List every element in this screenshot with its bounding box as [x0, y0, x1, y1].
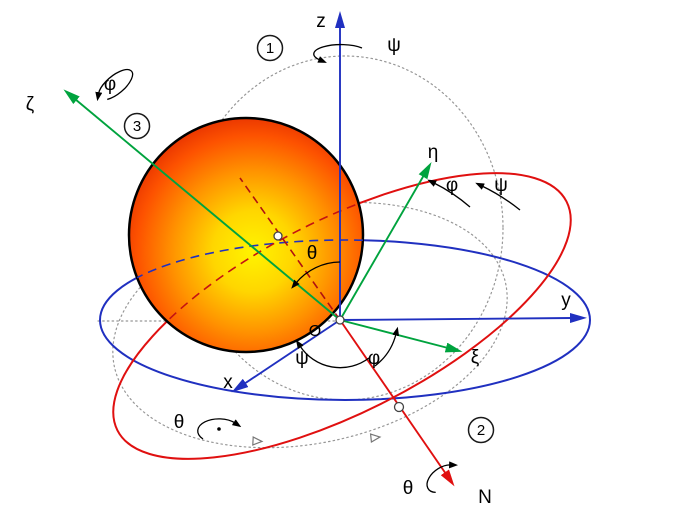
badge-3-label: 3: [133, 118, 141, 135]
badge-circle-3: 3: [123, 112, 151, 140]
psi-rotation-loop-z: [313, 43, 363, 63]
y-axis-label: y: [561, 290, 571, 311]
line-of-nodes: [339, 319, 455, 487]
eta-axis: [339, 162, 432, 321]
phi-angle-arc-eta: [427, 179, 471, 208]
sphere: [127, 116, 365, 354]
nodes-line-label: N: [478, 487, 492, 508]
badge-1-label: 1: [266, 40, 274, 57]
origin-point: [335, 315, 345, 325]
phi-label-eta: φ: [446, 175, 458, 196]
psi-label-top: ψ: [387, 35, 401, 56]
eta-axis-label: η: [428, 142, 439, 163]
theta-rotation-loop-n: [426, 461, 459, 494]
psi-label-eta: ψ: [494, 175, 508, 196]
theta-label-n: θ: [403, 478, 414, 499]
y-axis: [339, 313, 587, 324]
badge-2-label: 2: [477, 422, 485, 439]
xi-axis-label: ξ: [471, 347, 480, 368]
phi-angle-arc-origin: [374, 326, 400, 367]
theta-label-left: θ: [174, 412, 185, 433]
psi-angle-arc-origin: [295, 339, 370, 369]
xi-eta-plane-hidden-arc: [129, 172, 363, 352]
direction-triangle-icon: [252, 436, 264, 446]
badge-circle-1: 1: [256, 34, 284, 62]
phi-label-zeta: φ: [104, 74, 116, 95]
z-axis-label: z: [316, 11, 326, 32]
psi-label-origin: ψ: [295, 348, 309, 369]
ascending-node-point: [393, 401, 405, 413]
phi-rotation-loop-zeta: [95, 68, 134, 102]
theta-label-center: θ: [307, 243, 318, 264]
psi-angle-arc-eta: [475, 182, 521, 211]
x-axis: [231, 319, 341, 393]
line-of-nodes-back-extension: [239, 177, 341, 321]
phi-label-origin: φ: [368, 348, 380, 369]
loop-center-dot: [217, 427, 221, 431]
x-axis-label: x: [223, 372, 233, 393]
badge-circle-2: 2: [467, 416, 495, 444]
direction-triangle-icon: [369, 433, 382, 443]
xy-plane-hidden-arc: [129, 239, 363, 352]
theta-angle-arc-center: [291, 261, 341, 289]
origin-label: O: [309, 323, 321, 340]
theta-rotation-loop-left: [197, 418, 242, 440]
descending-node-point: [273, 231, 283, 241]
zeta-axis-label: ζ: [26, 94, 35, 115]
